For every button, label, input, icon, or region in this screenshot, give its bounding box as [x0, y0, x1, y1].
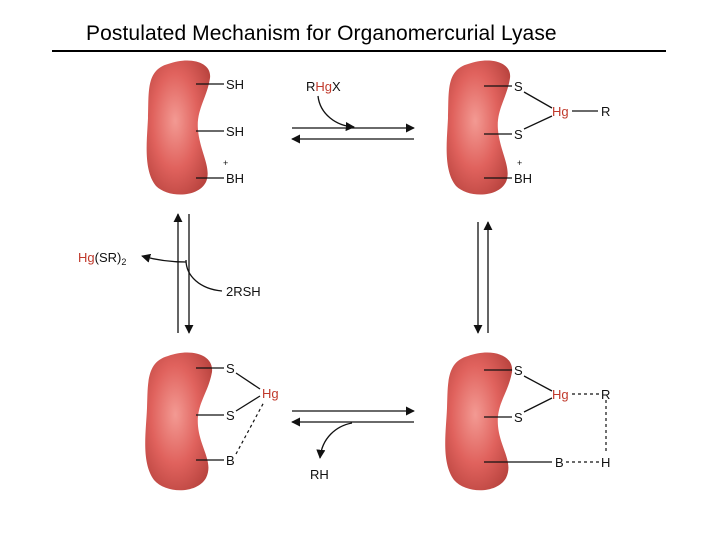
br-s-2: S — [514, 410, 523, 425]
title-underline — [52, 50, 666, 52]
bl-hg: Hg — [262, 386, 279, 401]
reagent-r: R — [306, 79, 315, 94]
product-rh: RH — [310, 467, 329, 482]
tl-residue-lines — [196, 83, 224, 179]
reagent-2rsh: 2RSH — [226, 284, 261, 299]
protein-bottom-left — [145, 352, 213, 491]
hgsr2-paren: (SR) — [95, 250, 122, 265]
reagent-x: X — [332, 79, 341, 94]
tr-r: R — [601, 104, 610, 119]
tr-residue-lines — [484, 85, 598, 179]
bl-residue-lines — [196, 367, 261, 461]
bottom-equilibrium-arrows — [291, 406, 415, 459]
protein-top-right — [446, 60, 511, 195]
hgsr2-hg: Hg — [78, 250, 95, 265]
bl-s-2: S — [226, 408, 235, 423]
br-h: H — [601, 455, 610, 470]
br-b: B — [555, 455, 564, 470]
product-hgsr2: Hg(SR)2 — [78, 250, 126, 267]
tl-sh-2: SH — [226, 124, 244, 139]
tl-plus: + — [223, 158, 228, 168]
bl-b: B — [226, 453, 235, 468]
tr-s-2: S — [514, 127, 523, 142]
top-equilibrium-arrows — [291, 95, 415, 144]
tr-s-1: S — [514, 79, 523, 94]
br-dashed-bonds — [566, 393, 607, 463]
br-s-1: S — [514, 363, 523, 378]
reagent-rhgx: RHgX — [306, 79, 341, 94]
page-title: Postulated Mechanism for Organomercurial… — [86, 22, 557, 45]
tl-bh: BH — [226, 171, 244, 186]
br-residue-lines — [484, 369, 553, 463]
hgsr2-sub: 2 — [121, 257, 126, 267]
right-vertical-arrows — [473, 221, 493, 334]
left-vertical-arrows — [141, 213, 223, 334]
protein-bottom-right — [445, 352, 513, 491]
bl-s-1: S — [226, 361, 235, 376]
br-r: R — [601, 387, 610, 402]
tl-sh-1: SH — [226, 77, 244, 92]
reagent-hg: Hg — [315, 79, 332, 94]
tr-plus: + — [517, 158, 522, 168]
br-hg: Hg — [552, 387, 569, 402]
protein-top-left — [146, 60, 211, 195]
tr-hg: Hg — [552, 104, 569, 119]
tr-bh: BH — [514, 171, 532, 186]
bl-dashed-bond — [235, 401, 265, 455]
